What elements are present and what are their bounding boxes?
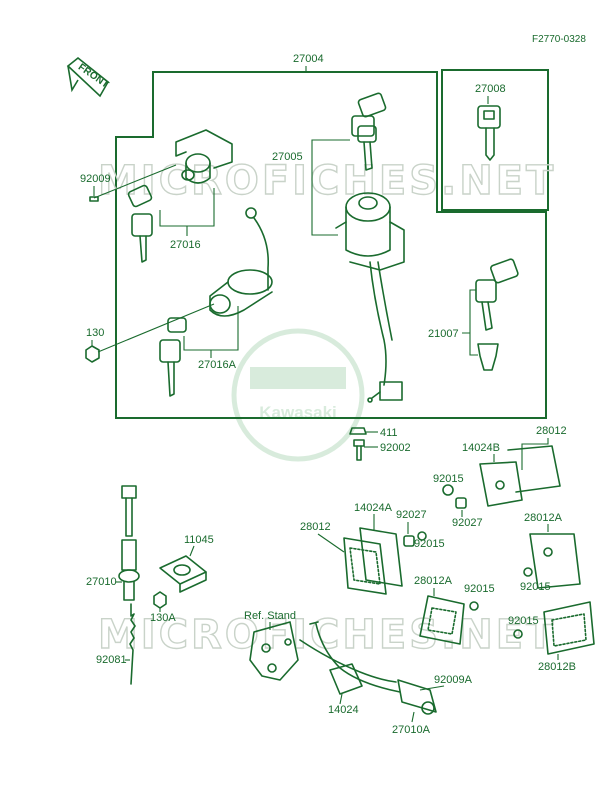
label-28012-top: 28012 xyxy=(536,425,567,437)
watermark-lower: MICROFICHES.NET xyxy=(98,612,556,658)
brake-switch-27010-icon xyxy=(118,485,140,685)
nut-130-icon xyxy=(85,345,100,363)
kawasaki-logo: Kawasaki xyxy=(231,328,365,462)
label-14024A: 14024A xyxy=(354,502,393,514)
side-stand-switch-harness-icon xyxy=(299,621,437,715)
label-27008: 27008 xyxy=(475,83,506,95)
nut-92015-b-icon xyxy=(417,531,427,541)
label-411: 411 xyxy=(380,427,398,439)
label-ref-stand: Ref. Stand xyxy=(244,610,296,622)
label-92015-d: 92015 xyxy=(464,583,495,595)
label-27005: 27005 xyxy=(272,151,303,163)
label-92027-a: 92027 xyxy=(452,517,483,529)
seat-lock-27016-icon xyxy=(127,129,233,263)
reflector-28012A-right-icon xyxy=(529,533,581,589)
label-92081: 92081 xyxy=(96,654,127,666)
nut-92015-d-icon xyxy=(469,601,479,611)
label-28012-left: 28012 xyxy=(300,521,331,533)
label-28012B: 28012B xyxy=(538,661,576,673)
label-27004: 27004 xyxy=(293,53,324,65)
key-27008-box xyxy=(441,69,549,211)
collar-92027-a-icon xyxy=(455,497,467,509)
bracket-11045-icon xyxy=(159,555,207,593)
label-27016A: 27016A xyxy=(198,359,237,371)
label-27016: 27016 xyxy=(170,239,201,251)
label-92015-a: 92015 xyxy=(433,473,464,485)
reflector-bracket-14024B-icon xyxy=(479,445,561,507)
label-92002: 92002 xyxy=(380,442,411,454)
key-27008-icon xyxy=(477,105,501,161)
collar-92027-b-icon xyxy=(403,535,415,547)
reflector-28012A-mid-icon xyxy=(419,595,465,645)
key-pair-27005-icon xyxy=(351,92,387,171)
nut-92015-e-icon xyxy=(513,629,523,639)
label-28012A-right: 28012A xyxy=(524,512,563,524)
assembly-27004-frame xyxy=(115,71,547,419)
label-11045: 11045 xyxy=(184,534,214,546)
logo-text: Kawasaki xyxy=(259,403,337,422)
label-130A: 130A xyxy=(150,612,176,624)
label-28012A-mid: 28012A xyxy=(414,575,453,587)
nut-92015-c-icon xyxy=(523,567,533,577)
label-21007: 21007 xyxy=(428,328,459,340)
label-14024B: 14024B xyxy=(462,442,500,454)
label-27010A: 27010A xyxy=(392,724,431,736)
label-92015-c: 92015 xyxy=(520,581,551,593)
nut-130A-icon xyxy=(153,591,167,609)
nut-92015-a-icon xyxy=(442,484,454,496)
label-92009: 92009 xyxy=(80,173,111,185)
bolt-92002-icon xyxy=(353,439,365,461)
stand-bracket-icon xyxy=(249,621,299,681)
ignition-switch-icon xyxy=(335,192,405,403)
label-14024: 14024 xyxy=(328,704,359,716)
reference-code: F2770-0328 xyxy=(532,34,586,45)
label-92027-b: 92027 xyxy=(396,509,427,521)
reflector-28012B-icon xyxy=(543,601,595,655)
label-92015-e: 92015 xyxy=(508,615,539,627)
label-27010: 27010 xyxy=(86,576,117,588)
helmet-lock-27016A-icon xyxy=(159,207,273,397)
label-130: 130 xyxy=(86,327,104,339)
label-92015-b: 92015 xyxy=(414,538,445,550)
reflector-28012-left-icon xyxy=(343,527,403,595)
washer-411-icon xyxy=(349,427,367,435)
front-arrow-icon: FRONT xyxy=(66,56,110,98)
label-92009A: 92009A xyxy=(434,674,473,686)
watermark-upper: MICROFICHES.NET xyxy=(98,158,556,204)
key-pair-21007-icon xyxy=(475,258,519,371)
